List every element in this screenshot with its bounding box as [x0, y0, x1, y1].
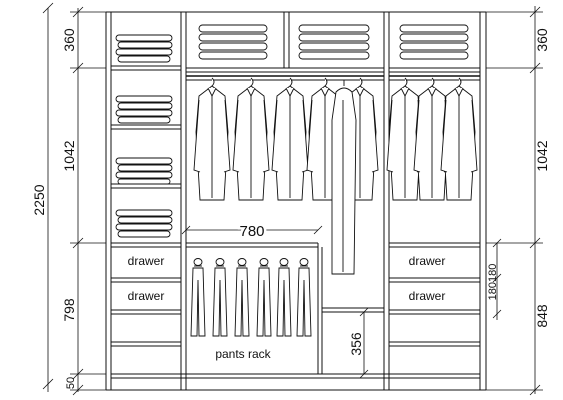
- folded-stack-left-3: [116, 158, 172, 184]
- folded-stack-top-2: [299, 25, 369, 59]
- folded-stack-left-1: [116, 35, 172, 62]
- dim-left-top: 360: [61, 28, 77, 52]
- left-drawer-2-label: drawer: [128, 289, 165, 303]
- dim-rack-height: 356: [348, 332, 364, 356]
- dim-right-middle: 1042: [534, 140, 550, 171]
- hanging-pants-pair: [213, 259, 227, 337]
- dim-rack-width: 780: [239, 223, 264, 240]
- hanging-pants-pair: [297, 259, 311, 337]
- dim-right-lower: 848: [534, 304, 550, 328]
- right-drawer-1-label: drawer: [409, 254, 446, 268]
- hanging-pants: [191, 259, 311, 337]
- long-coat: [332, 80, 356, 274]
- hanging-shirts: [194, 78, 477, 200]
- right-drawer-2-label: drawer: [409, 289, 446, 303]
- folded-stack-left-2: [116, 96, 172, 123]
- hanging-shirt: [272, 78, 308, 200]
- hanging-pants-pair: [191, 259, 205, 337]
- dim-left-middle: 1042: [61, 140, 77, 171]
- hanging-pants-pair: [277, 259, 291, 337]
- hanging-pants-pair: [257, 259, 271, 337]
- dim-right-small: 180180: [487, 264, 499, 301]
- hanging-shirt: [194, 78, 230, 200]
- dim-total-height: 2250: [31, 184, 47, 215]
- folded-stack-left-4: [116, 210, 172, 237]
- hanging-shirt: [441, 78, 477, 200]
- dim-right-top: 360: [534, 28, 550, 52]
- dimension-lines: [43, 3, 543, 395]
- hanging-shirt: [233, 78, 269, 200]
- folded-stack-top-1: [199, 25, 267, 59]
- hanging-pants-pair: [235, 259, 249, 337]
- dim-left-base: 50: [65, 377, 77, 389]
- folded-stack-top-3: [400, 25, 468, 59]
- dim-left-lower: 798: [61, 298, 77, 322]
- wardrobe-carcass: [106, 12, 486, 390]
- left-drawer-1-label: drawer: [128, 254, 165, 268]
- pants-rack-label: pants rack: [215, 347, 271, 361]
